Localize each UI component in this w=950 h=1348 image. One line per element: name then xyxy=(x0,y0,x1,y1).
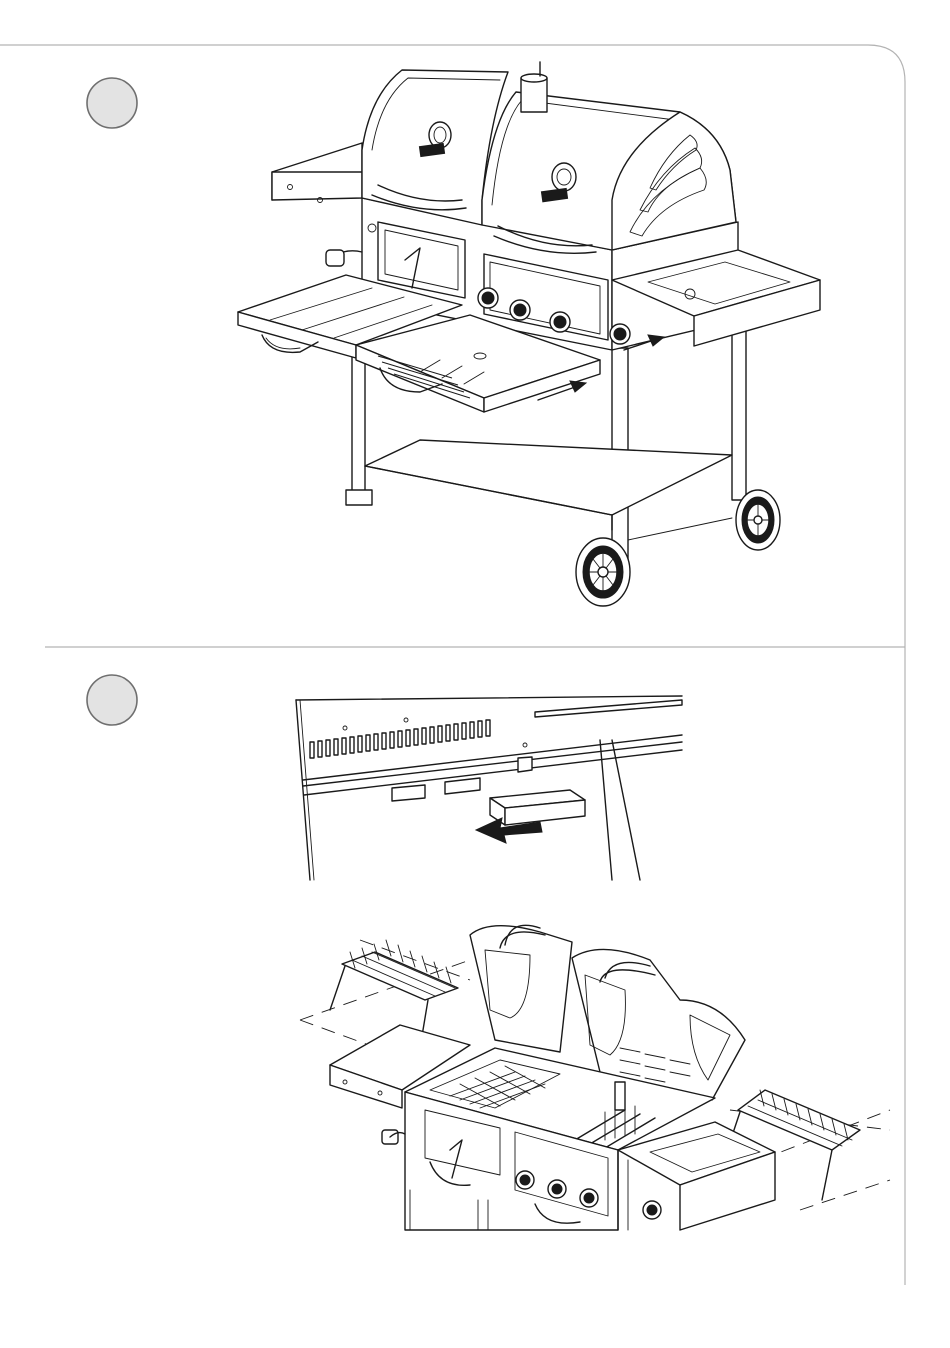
vent-slots xyxy=(310,720,490,758)
front-wheel xyxy=(576,538,630,606)
grill-illustration xyxy=(238,62,820,606)
tray-insert-illustration xyxy=(296,696,682,880)
step-1-marker xyxy=(87,78,137,128)
warming-rack-illustration xyxy=(300,925,890,1230)
rear-wheel xyxy=(736,490,780,550)
step-2-marker xyxy=(87,675,137,725)
